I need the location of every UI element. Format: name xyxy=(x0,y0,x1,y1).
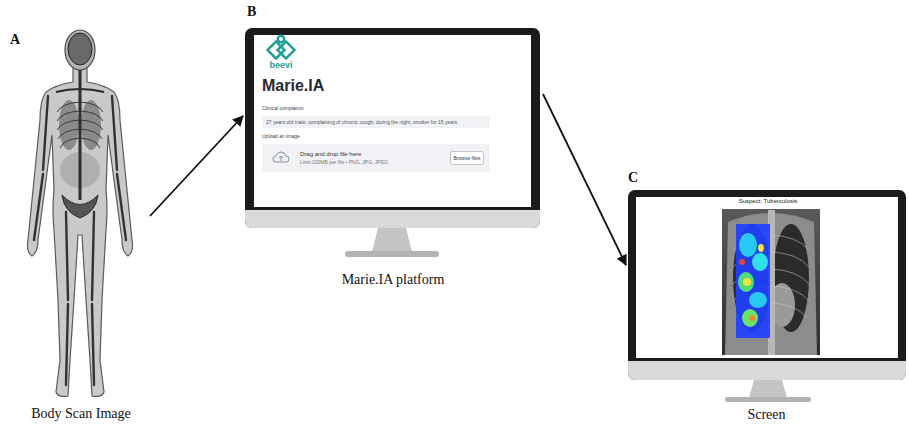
monitor-base xyxy=(725,397,811,402)
app-title: Marie.IA xyxy=(262,77,324,95)
logo-text: beevi xyxy=(269,60,292,70)
upload-arrow xyxy=(279,156,283,161)
panel-letter: A xyxy=(10,32,20,48)
skull xyxy=(68,33,92,65)
field-label: Upload an image xyxy=(262,134,300,140)
chest-xray xyxy=(722,209,820,355)
pelvis xyxy=(62,195,98,218)
limb-bones xyxy=(34,96,126,385)
logo-shape xyxy=(278,36,284,42)
flow-arrow xyxy=(543,94,626,265)
input-text: 27 years old male, complaining of chroni… xyxy=(266,119,457,125)
monitor-chin xyxy=(628,361,906,380)
cloud-outline xyxy=(273,152,289,162)
heatmap-blob xyxy=(739,259,745,265)
body-scan-figure xyxy=(28,30,133,397)
screen-monitor: Screen xyxy=(626,186,907,426)
xray-ground xyxy=(722,209,820,355)
heatmap-blob xyxy=(749,315,755,321)
monitor-stand xyxy=(372,228,412,252)
body-silhouette xyxy=(28,68,133,397)
upload-limit: Limit 200MB per file • PNG, JPG, JPEG xyxy=(300,159,388,165)
heatmap-blob xyxy=(739,233,757,257)
heatmap-base xyxy=(736,224,770,338)
platform-monitor-drawing xyxy=(245,28,540,257)
beevi-logo xyxy=(268,36,295,59)
flow-arrow xyxy=(150,116,243,216)
heatmap-blob xyxy=(749,292,767,308)
head xyxy=(65,30,95,70)
heatmap-overlay xyxy=(736,224,770,338)
field-label: Clinical complaints xyxy=(262,106,303,112)
result-label: Suspect: Tuberculosis xyxy=(739,198,798,205)
monitor-screen xyxy=(636,197,898,358)
browse-button: Browse files xyxy=(450,151,484,165)
heatmap-blob xyxy=(742,309,758,327)
upload-hint: Drag and drop file here xyxy=(300,151,361,158)
complaint-input: 27 years old male, complaining of chroni… xyxy=(262,116,490,128)
heatmap-blob xyxy=(738,272,754,292)
monitor-screen xyxy=(254,35,531,207)
upload-cloud-icon xyxy=(272,151,290,165)
panel-caption: Screen xyxy=(747,407,785,424)
screen-monitor-drawing xyxy=(628,190,906,402)
heatmap-blob xyxy=(758,244,764,252)
heatmap-blob xyxy=(752,253,768,271)
logo-shape xyxy=(278,42,295,59)
spine xyxy=(79,70,82,200)
heatmap-blob xyxy=(743,278,751,286)
panel-caption: Marie.IA platform xyxy=(342,272,445,289)
button-text: Browse files xyxy=(454,155,481,161)
monitor-base xyxy=(345,251,439,257)
monitor-chin xyxy=(245,210,540,228)
monitor-bezel xyxy=(628,190,906,380)
panel-caption: Body Scan Image xyxy=(31,406,131,423)
upload-box: Drag and drop file hereLimit 200MB per f… xyxy=(262,144,490,172)
body-scan-panel: Body Scan Image xyxy=(12,26,150,426)
monitor-stand xyxy=(749,380,787,398)
panel-letter: B xyxy=(247,4,256,20)
monitor-bezel xyxy=(245,28,540,228)
panel-letter: C xyxy=(628,170,638,186)
